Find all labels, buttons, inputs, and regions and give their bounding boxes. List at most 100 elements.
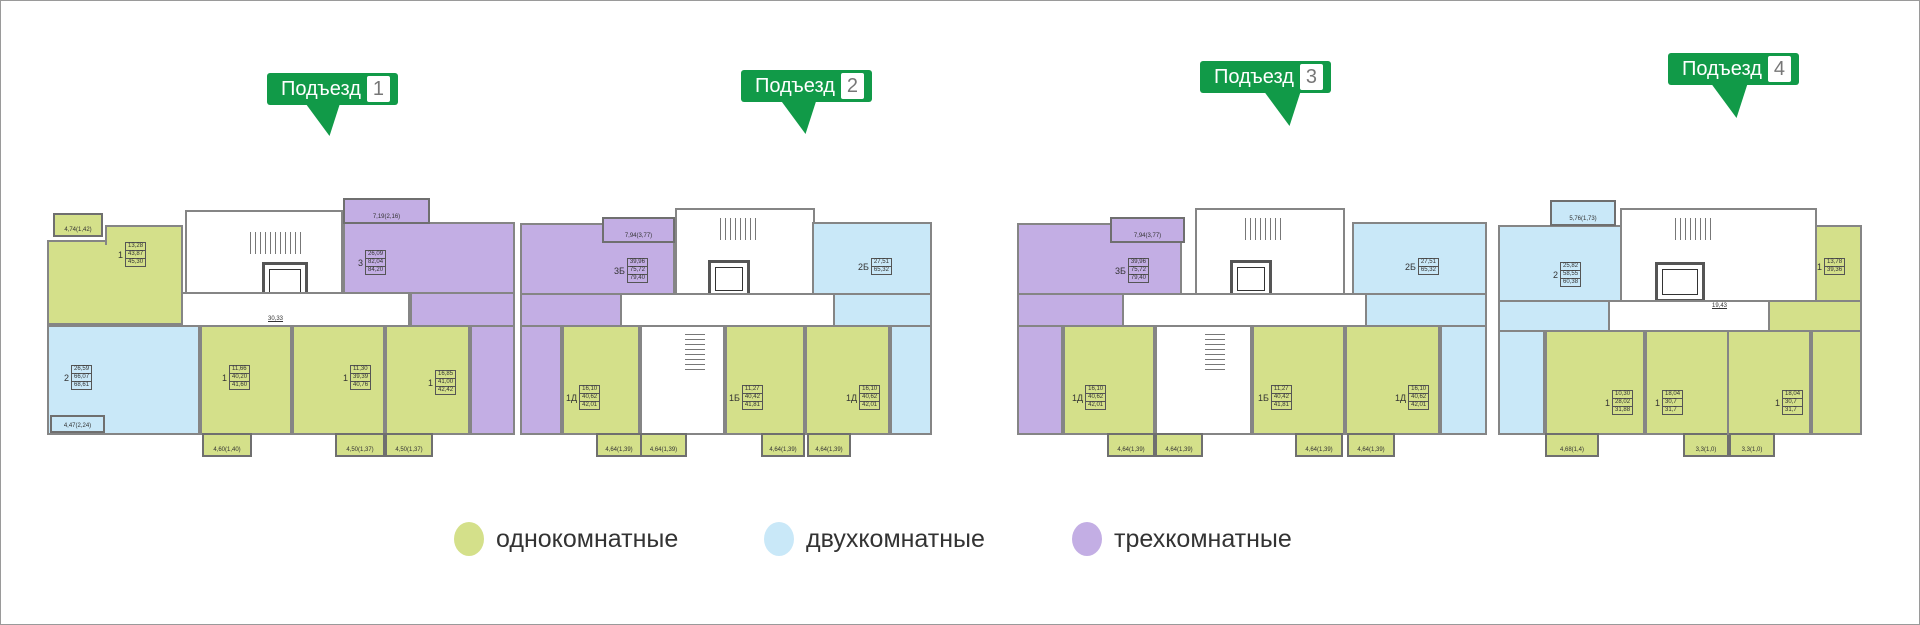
stairwell bbox=[1620, 208, 1817, 303]
apartment-area bbox=[805, 325, 890, 435]
apartment-area bbox=[343, 222, 515, 294]
apartment-area bbox=[1811, 330, 1862, 435]
entrance-label: Подъезд bbox=[755, 74, 835, 97]
apartment-area bbox=[105, 225, 183, 245]
balcony: 4,60(1,40) bbox=[202, 433, 252, 457]
apartment-area bbox=[1365, 293, 1487, 327]
stairs-icon bbox=[1675, 218, 1715, 240]
stairs-icon bbox=[250, 232, 305, 254]
entrance-number: 2 bbox=[840, 73, 864, 99]
stairs-icon bbox=[685, 330, 705, 370]
balcony: 4,47(2,24) bbox=[50, 415, 105, 433]
stairs-icon bbox=[1245, 218, 1285, 240]
balcony: 4,64(1,39) bbox=[1295, 433, 1343, 457]
legend-three-room: трехкомнатные bbox=[1072, 522, 1292, 556]
balcony: 3,3(1,0) bbox=[1683, 433, 1729, 457]
apartment-area bbox=[1768, 300, 1862, 332]
legend-swatch-blue bbox=[764, 522, 794, 556]
apartment-area bbox=[1440, 325, 1487, 435]
legend-swatch-purple bbox=[1072, 522, 1102, 556]
apartment-area bbox=[410, 292, 515, 327]
balcony: 7,19(2,16) bbox=[343, 198, 430, 224]
apartment-area bbox=[520, 325, 562, 435]
stairs-icon bbox=[1205, 330, 1225, 370]
apartment-area bbox=[562, 325, 640, 435]
apartment-area bbox=[1017, 325, 1063, 435]
entrance-label: Подъезд bbox=[1682, 57, 1762, 80]
apartment-area bbox=[1063, 325, 1155, 435]
corridor-area: 30,33 bbox=[268, 316, 284, 322]
balcony: 4,64(1,39) bbox=[1107, 433, 1155, 457]
apartment-area bbox=[890, 325, 932, 435]
balcony: 4,64(1,39) bbox=[1155, 433, 1203, 457]
legend-label: двухкомнатные bbox=[806, 524, 985, 553]
apartment-area bbox=[1727, 330, 1811, 435]
apartment-area bbox=[470, 325, 515, 435]
legend-one-room: однокомнатные bbox=[454, 522, 678, 556]
apartment-area bbox=[200, 325, 292, 435]
balcony: 4,50(1,37) bbox=[335, 433, 385, 457]
entrance-number: 4 bbox=[1767, 56, 1791, 82]
lobby bbox=[640, 325, 725, 435]
corridor bbox=[620, 293, 835, 327]
entrance-number: 3 bbox=[1299, 64, 1323, 90]
apartment-area bbox=[1345, 325, 1440, 435]
legend-label: трехкомнатные bbox=[1114, 524, 1292, 553]
stairs-icon bbox=[720, 218, 760, 240]
apartment-area bbox=[1645, 330, 1729, 435]
balcony: 4,64(1,39) bbox=[640, 433, 687, 457]
balcony: 4,64(1,39) bbox=[596, 433, 642, 457]
balcony: 4,68(1,4) bbox=[1545, 433, 1599, 457]
apartment-area bbox=[292, 325, 385, 435]
corridor bbox=[1122, 293, 1367, 327]
balcony: 4,50(1,37) bbox=[385, 433, 433, 457]
elevator-icon bbox=[1655, 262, 1705, 302]
apartment-area bbox=[833, 293, 932, 327]
apartment-area bbox=[520, 293, 622, 327]
balcony: 5,76(1,73) bbox=[1550, 200, 1616, 226]
apartment-area bbox=[1498, 330, 1545, 435]
legend-swatch-green bbox=[454, 522, 484, 556]
balcony: 3,3(1,0) bbox=[1729, 433, 1775, 457]
legend-two-room: двухкомнатные bbox=[764, 522, 985, 556]
apartment-area bbox=[1252, 325, 1345, 435]
elevator-icon bbox=[1230, 260, 1272, 298]
apartment-area bbox=[725, 325, 805, 435]
entrance-label: Подъезд bbox=[1214, 65, 1294, 88]
apartment-area bbox=[1545, 330, 1645, 435]
entrance-label: Подъезд bbox=[281, 77, 361, 100]
balcony: 7,94(3,77) bbox=[602, 217, 675, 243]
entrance-number: 1 bbox=[366, 76, 390, 102]
apartment-area bbox=[1498, 300, 1610, 332]
corridor-area: 19,43 bbox=[1712, 303, 1728, 309]
balcony: 7,94(3,77) bbox=[1110, 217, 1185, 243]
balcony: 4,74(1,42) bbox=[53, 213, 103, 237]
balcony: 4,64(1,39) bbox=[1347, 433, 1395, 457]
apartment-area bbox=[1017, 293, 1124, 327]
balcony: 4,64(1,39) bbox=[807, 433, 851, 457]
apartment-area bbox=[47, 240, 183, 325]
legend-label: однокомнатные bbox=[496, 524, 679, 553]
lobby bbox=[1155, 325, 1252, 435]
balcony: 4,64(1,39) bbox=[761, 433, 805, 457]
elevator-icon bbox=[708, 260, 750, 298]
